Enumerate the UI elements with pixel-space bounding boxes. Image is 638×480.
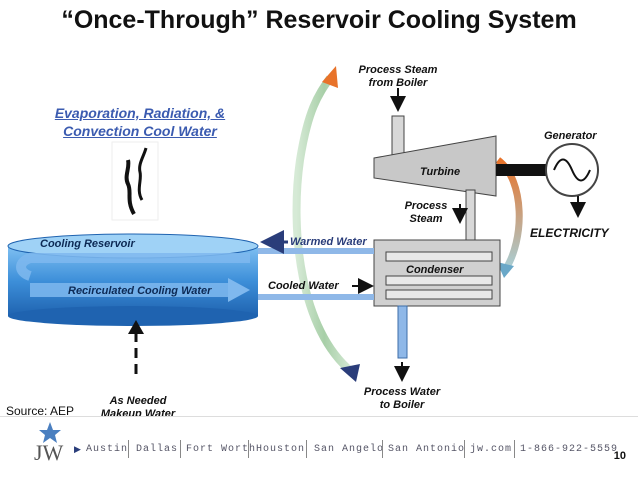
footer-location-4: Houston: [256, 444, 306, 455]
star-icon: [39, 422, 61, 443]
footer-location-8: 1-866-922-5559: [520, 444, 619, 455]
footer-play-icon: ▶: [74, 444, 81, 454]
footer-location-3: Fort Worth: [186, 444, 257, 455]
footer-separator: [128, 440, 129, 458]
diagram-canvas: [7, 66, 599, 382]
footer-separator: [382, 440, 383, 458]
condenser-outlet-pipe: [397, 305, 408, 359]
turbine-exhaust-pipe: [465, 189, 476, 243]
return-curve-lower-head: [340, 364, 360, 382]
turbine-condenser-curve: [495, 157, 523, 272]
slide-title: “Once-Through” Reservoir Cooling System: [61, 6, 577, 34]
footer-separator: [306, 440, 307, 458]
condenser-tube-3: [385, 289, 493, 300]
label-process-water: Process Water to Boiler: [352, 386, 452, 412]
footer-location-2: Dallas: [136, 444, 179, 455]
label-condenser: Condenser: [406, 264, 464, 276]
reservoir-bottom: [8, 306, 258, 326]
footer-location-1: Austin: [86, 444, 129, 455]
label-steam-from-boiler-line2: from Boiler: [368, 77, 428, 89]
generator-sine: [553, 158, 591, 182]
turbine-condenser-curve-head: [497, 262, 514, 278]
label-process-water-line2: to Boiler: [379, 399, 425, 411]
label-steam-from-boiler: Process Steam from Boiler: [348, 64, 448, 90]
recirculation-arrow-head: [228, 278, 250, 302]
label-recirculated: Recirculated Cooling Water: [68, 285, 212, 297]
recirculation-arrow-top: [16, 253, 250, 281]
makeup-water-arrow-head: [128, 320, 144, 334]
steam-inlet-pipe: [391, 115, 405, 159]
label-evaporation-line2: Convection Cool Water: [63, 123, 217, 139]
label-generator: Generator: [544, 130, 597, 142]
return-curve-arrow-head: [322, 66, 338, 88]
turbine-shaft: [496, 164, 546, 176]
return-curve-arrow: [292, 75, 355, 376]
label-process-steam-line2: Steam: [409, 213, 443, 225]
cooled-water-pipe: [258, 294, 374, 300]
footer-location-6: San Antonio: [388, 444, 466, 455]
condenser-tube-1: [385, 251, 493, 262]
footer-separator: [180, 440, 181, 458]
label-cooling-reservoir: Cooling Reservoir: [40, 238, 135, 250]
warmed-water-pipe: [258, 248, 374, 254]
footer-separator: [248, 440, 249, 458]
label-process-steam-line1: Process: [404, 200, 448, 212]
jw-logo-text: JW: [34, 440, 64, 465]
steam-wisp-2: [137, 147, 148, 201]
label-evaporation: Evaporation, Radiation, & Convection Coo…: [22, 104, 258, 140]
footer-separator: [464, 440, 465, 458]
label-evaporation-line1: Evaporation, Radiation, &: [54, 105, 226, 121]
label-process-steam: Process Steam: [396, 200, 456, 226]
label-makeup-water-line1: As Needed: [109, 395, 167, 407]
label-turbine: Turbine: [420, 166, 461, 178]
turbine: [373, 135, 497, 197]
footer-separator: [514, 440, 515, 458]
label-electricity: ELECTRICITY: [530, 226, 609, 240]
jw-logo: [39, 422, 61, 443]
condenser-tube-2: [385, 275, 493, 286]
label-steam-from-boiler-line1: Process Steam: [358, 64, 438, 76]
label-cooled-water: Cooled Water: [268, 280, 339, 292]
label-source: Source: AEP: [6, 404, 75, 418]
label-warmed-water: Warmed Water: [290, 236, 367, 248]
footer-bar: [0, 416, 638, 480]
footer-location-7: jw.com: [470, 444, 513, 455]
footer-location-5: San Angelo: [314, 444, 385, 455]
page-number: 10: [613, 450, 626, 462]
label-process-water-line1: Process Water: [363, 386, 441, 398]
steam-image-frame: [111, 141, 159, 221]
steam-wisp-1: [124, 159, 136, 215]
